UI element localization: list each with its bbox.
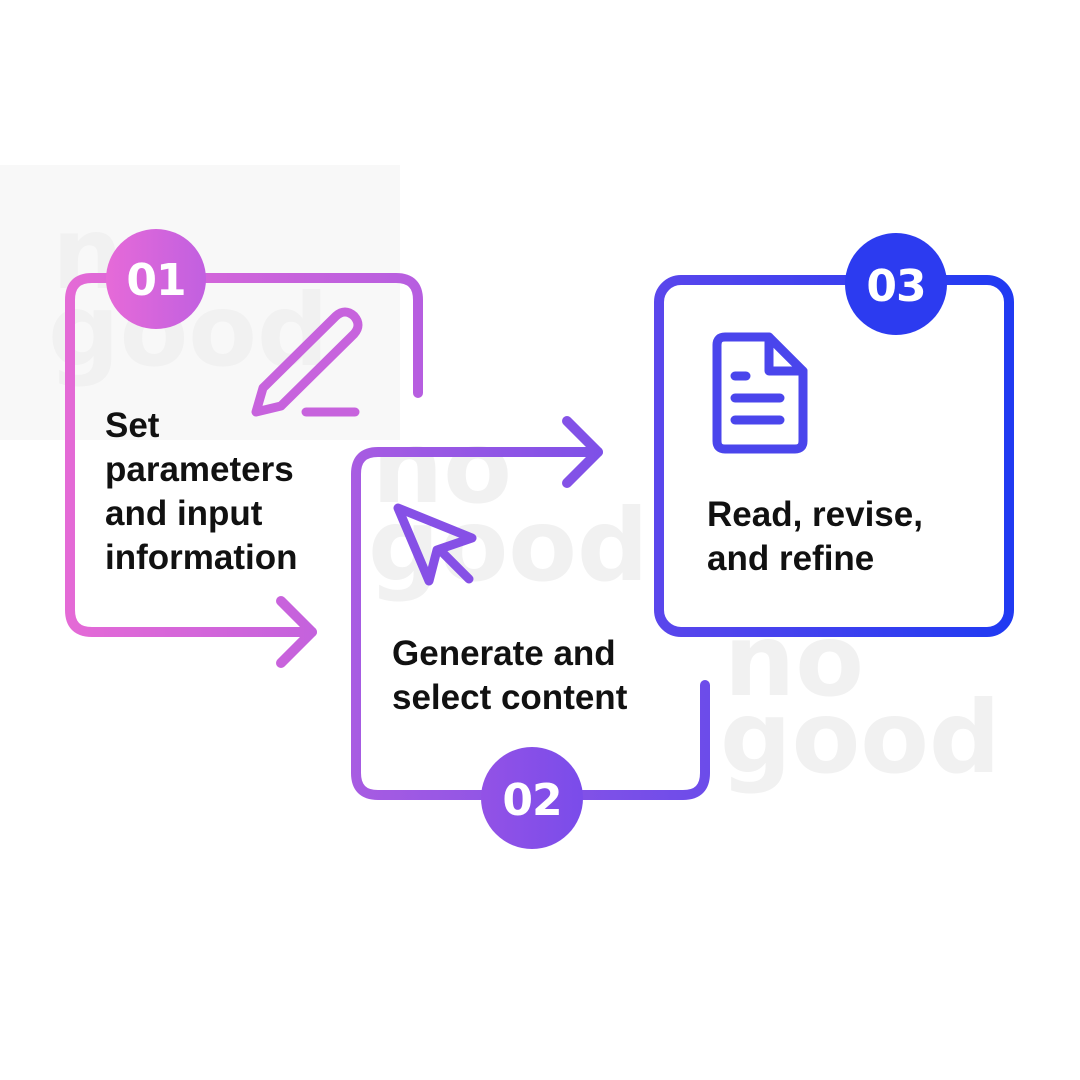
step-2-badge: 02 bbox=[481, 747, 583, 849]
step-3-label: Read, revise, and refine bbox=[707, 495, 923, 578]
watermark-no-3: no bbox=[724, 602, 864, 719]
step-1-number: 01 bbox=[126, 255, 185, 306]
step-1-badge: 01 bbox=[106, 229, 206, 329]
step-1-label: Set parameters and input information bbox=[105, 406, 298, 577]
step-3-frame bbox=[654, 275, 1014, 637]
step-3-badge: 03 bbox=[845, 233, 947, 335]
step-3-number: 03 bbox=[866, 261, 925, 312]
step-1-arrow-head bbox=[276, 596, 317, 668]
step-2-arrow-head bbox=[562, 416, 603, 488]
step-1-frame bbox=[65, 273, 423, 668]
cursor-arrow-icon bbox=[393, 503, 477, 586]
step-2-number: 02 bbox=[502, 775, 561, 826]
pencil-icon bbox=[251, 307, 363, 417]
step-2-frame bbox=[351, 416, 710, 800]
document-icon bbox=[712, 332, 808, 454]
step-2-label: Generate and select content bbox=[392, 634, 628, 717]
watermark-good-3: good bbox=[720, 679, 1001, 796]
